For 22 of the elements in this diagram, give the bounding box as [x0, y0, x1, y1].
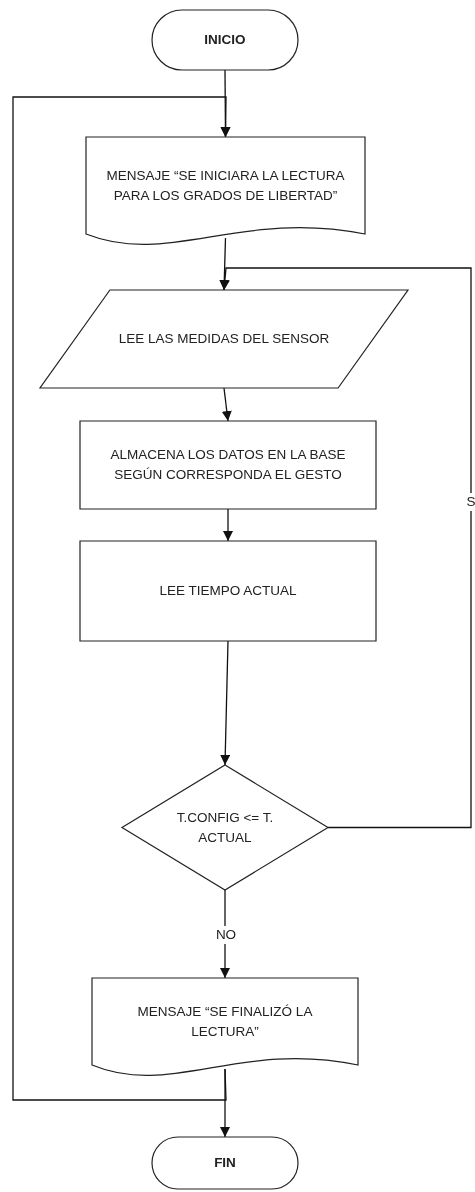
arrow: [221, 387, 232, 422]
input-parallelogram: [40, 290, 408, 388]
arrow: [219, 267, 472, 829]
terminal-shape: [152, 10, 298, 70]
edge-label: S: [465, 493, 475, 511]
arrow: [12, 96, 231, 1101]
terminal-shape: [152, 1137, 298, 1189]
node-text: MENSAJE “SE FINALIZÓ LA LECTURA”: [136, 1002, 314, 1041]
decision-diamond: [122, 765, 328, 890]
edge-label: NO: [214, 926, 238, 944]
node-text: T.CONFIG <= T. ACTUAL: [175, 808, 275, 847]
node-text: ALMACENA LOS DATOS EN LA BASE SEGÚN CORRESPONDA EL GESTO: [109, 446, 347, 484]
node-text: INICIO: [204, 31, 246, 50]
node-text: FIN: [214, 1154, 236, 1173]
arrow: [220, 889, 230, 979]
node-text: LEE TIEMPO ACTUAL: [159, 582, 297, 601]
node-text: MENSAJE “SE INICIARA LA LECTURA PARA LOS GRADOS DE LIBERTAD”: [106, 166, 345, 205]
arrow: [223, 508, 233, 542]
process-box: [80, 421, 376, 509]
node-text: LEE LAS MEDIDAS DEL SENSOR: [118, 330, 330, 349]
process-box: [80, 541, 376, 641]
arrow: [220, 640, 231, 766]
